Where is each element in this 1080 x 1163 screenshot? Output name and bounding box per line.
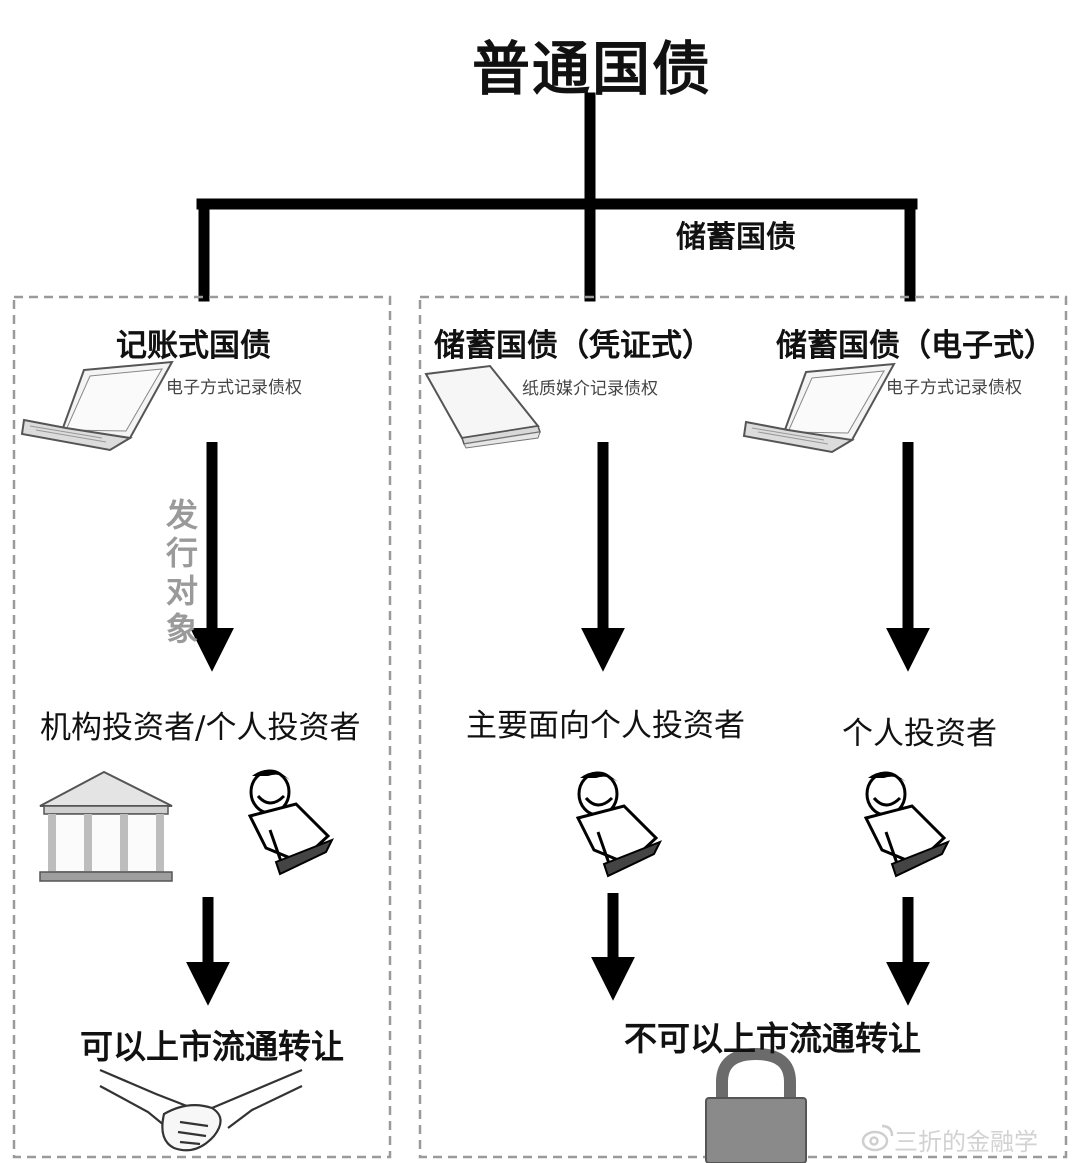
book-entry-audience: 机构投资者/个人投资者 [40, 710, 361, 746]
certificate-record-note: 纸质媒介记录债权 [522, 379, 658, 399]
investor-person-icon [247, 769, 335, 876]
watermark-text: 三折的金融学 [894, 1128, 1038, 1156]
laptop-icon [742, 362, 896, 454]
paper-book-icon [424, 364, 541, 449]
investor-person-icon [575, 771, 663, 878]
bank-building-icon [39, 770, 173, 882]
book-entry-group-box [12, 295, 392, 1159]
electronic-heading: 储蓄国债（电子式） [776, 328, 1055, 364]
page-title: 普通国债 [472, 35, 713, 103]
tradable-result: 可以上市流通转让 [80, 1027, 344, 1066]
laptop-icon [20, 360, 174, 452]
savings-group-box [418, 295, 1068, 1159]
flow-arrows [186, 442, 930, 1006]
book-entry-record-note: 电子方式记录债权 [166, 378, 302, 398]
electronic-record-note: 电子方式记录债权 [886, 378, 1022, 398]
electronic-audience: 个人投资者 [842, 716, 997, 752]
weibo-icon [861, 1124, 894, 1152]
savings-branch-label: 储蓄国债 [676, 220, 796, 255]
handshake-icon [99, 1068, 303, 1152]
issuance-target-label: 发行对象 [165, 496, 198, 648]
certificate-heading: 储蓄国债（凭证式） [434, 328, 713, 364]
padlock-icon [705, 1047, 807, 1163]
non-tradable-result: 不可以上市流通转让 [624, 1019, 921, 1058]
certificate-audience: 主要面向个人投资者 [466, 708, 745, 744]
investor-person-icon [863, 771, 951, 878]
book-entry-heading: 记账式国债 [116, 328, 271, 364]
tree-connectors [196, 92, 918, 302]
